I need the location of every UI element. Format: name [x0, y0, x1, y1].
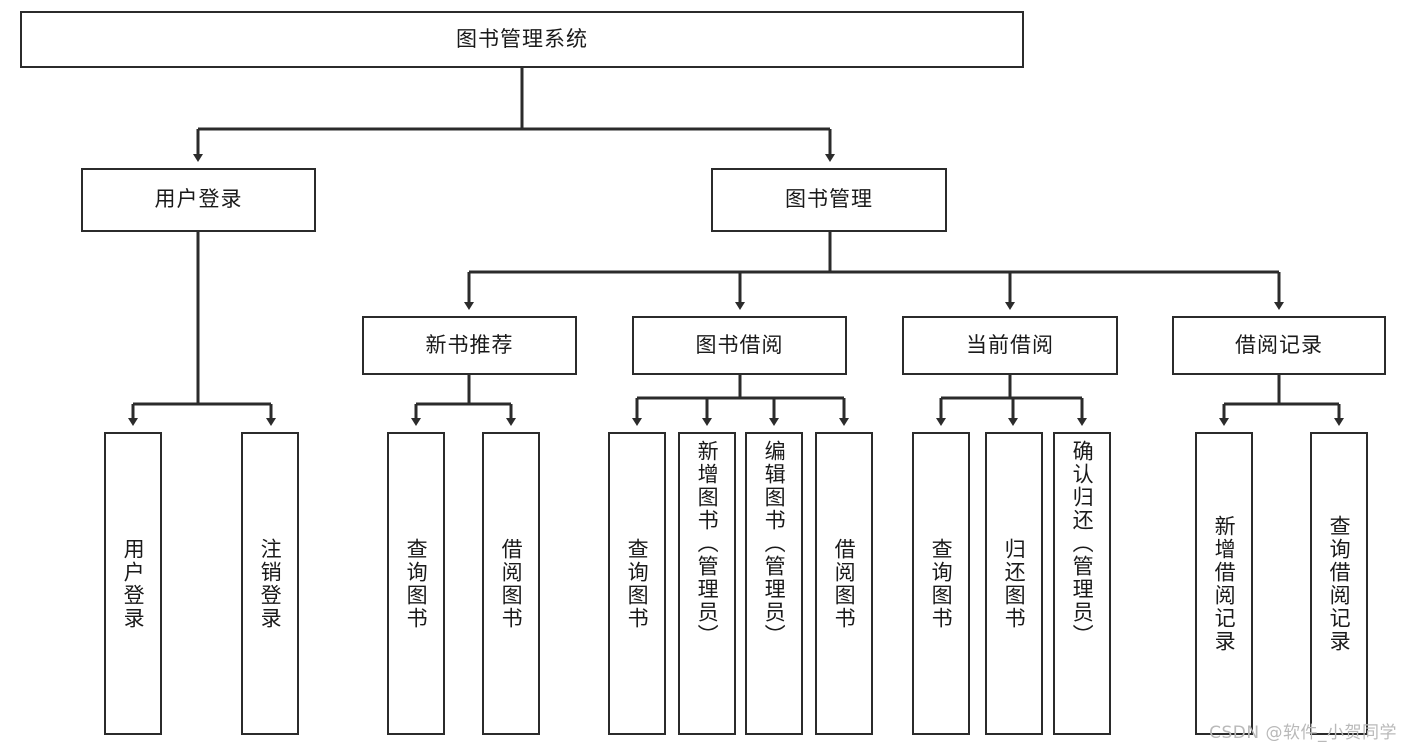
leaf-query-borrow-record-label: 查询借阅记录	[1327, 514, 1352, 653]
leaf-query-borrow-record[interactable]: 查询借阅记录	[1310, 432, 1368, 735]
leaf-borrow-book[interactable]: 借阅图书	[815, 432, 873, 735]
node-borrow-record-label: 借阅记录	[1235, 332, 1323, 357]
leaf-logout[interactable]: 注销登录	[241, 432, 299, 735]
node-root[interactable]: 图书管理系统	[20, 11, 1024, 68]
leaf-query-book-recommend[interactable]: 查询图书	[387, 432, 445, 735]
leaf-user-login-label: 用户登录	[121, 537, 146, 630]
node-new-book-recommend[interactable]: 新书推荐	[362, 316, 577, 375]
leaf-return-book-label: 归还图书	[1002, 537, 1027, 630]
node-current-borrow[interactable]: 当前借阅	[902, 316, 1118, 375]
leaf-edit-book-admin-label: 编辑图书（管理员）	[762, 440, 787, 647]
leaf-query-book-borrow[interactable]: 查询图书	[608, 432, 666, 735]
node-root-label: 图书管理系统	[456, 26, 588, 51]
watermark-text: CSDN @软件_小贺同学	[1209, 723, 1397, 743]
leaf-query-book-recommend-label: 查询图书	[404, 537, 429, 630]
node-book-management[interactable]: 图书管理	[711, 168, 947, 232]
node-user-login-label: 用户登录	[154, 187, 243, 212]
leaf-user-login[interactable]: 用户登录	[104, 432, 162, 735]
leaf-add-book-admin-label: 新增图书（管理员）	[695, 440, 720, 647]
node-user-login[interactable]: 用户登录	[81, 168, 316, 232]
leaf-query-book-borrow-label: 查询图书	[625, 537, 650, 630]
node-book-management-label: 图书管理	[785, 187, 873, 212]
node-new-book-recommend-label: 新书推荐	[425, 332, 514, 357]
leaf-add-borrow-record[interactable]: 新增借阅记录	[1195, 432, 1253, 735]
node-borrow-record[interactable]: 借阅记录	[1172, 316, 1386, 375]
node-book-borrow[interactable]: 图书借阅	[632, 316, 847, 375]
leaf-confirm-return-admin[interactable]: 确认归还（管理员）	[1053, 432, 1111, 735]
node-book-borrow-label: 图书借阅	[695, 332, 784, 357]
leaf-confirm-return-admin-label: 确认归还（管理员）	[1070, 440, 1095, 647]
leaf-add-book-admin[interactable]: 新增图书（管理员）	[678, 432, 736, 735]
leaf-borrow-book-recommend-label: 借阅图书	[499, 537, 524, 630]
leaf-borrow-book-recommend[interactable]: 借阅图书	[482, 432, 540, 735]
leaf-query-book-current-label: 查询图书	[929, 537, 954, 630]
node-current-borrow-label: 当前借阅	[966, 332, 1054, 357]
leaf-logout-label: 注销登录	[258, 537, 283, 630]
leaf-query-book-current[interactable]: 查询图书	[912, 432, 970, 735]
leaf-edit-book-admin[interactable]: 编辑图书（管理员）	[745, 432, 803, 735]
leaf-borrow-book-label: 借阅图书	[832, 537, 857, 630]
leaf-add-borrow-record-label: 新增借阅记录	[1212, 514, 1237, 653]
leaf-return-book[interactable]: 归还图书	[985, 432, 1043, 735]
